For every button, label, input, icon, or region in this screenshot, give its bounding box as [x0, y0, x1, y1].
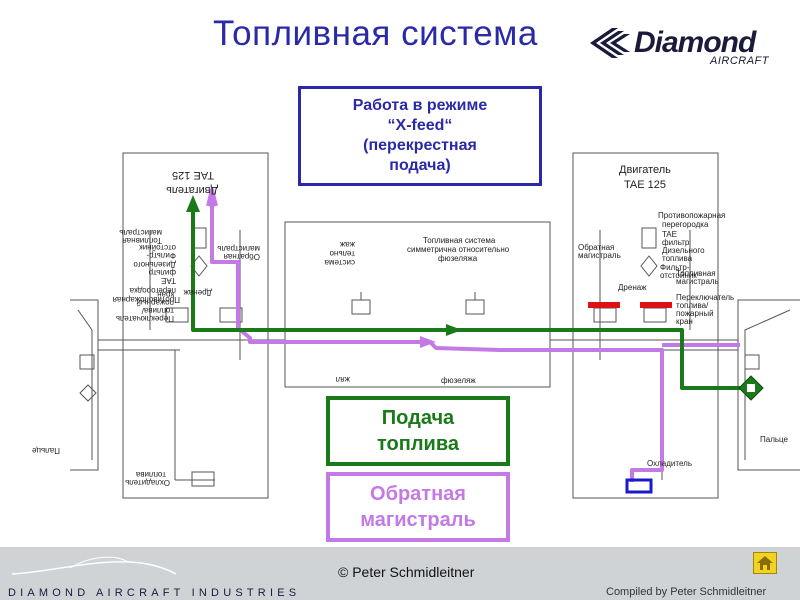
left-engine-box — [122, 152, 269, 499]
aircraft-silhouette-icon — [11, 556, 177, 575]
right-firewall-label-2: перегородка — [662, 220, 709, 229]
mode-title-line-2: “X-feed“ — [387, 117, 453, 134]
left-cooler-label-2: топлива — [135, 470, 166, 479]
center-cut-label-4: жял — [335, 375, 350, 384]
center-title-1: Топливная система — [423, 236, 496, 245]
left-drain-label: Дренаж — [183, 288, 212, 297]
feed-legend-line-2: топлива — [377, 433, 459, 455]
left-engine-model: TAE 125 — [172, 169, 214, 181]
feed-legend-line-1: Подача — [381, 407, 455, 429]
home-icon — [757, 556, 773, 570]
right-separator-label-2: отстойник — [660, 271, 697, 280]
right-drain-label: Дренаж — [618, 283, 647, 292]
right-selector-label: Переключатель — [676, 293, 734, 302]
left-selector-label: Переключатель — [116, 314, 174, 323]
left-fuel-line-label: Топливная — [122, 236, 162, 245]
right-wing-tank — [737, 299, 800, 471]
right-engine-model: TAE 125 — [624, 179, 666, 191]
right-filter-label: TAE — [662, 230, 677, 239]
right-selector-valve-a — [588, 302, 620, 308]
right-filter-label-2: фильтр — [662, 238, 690, 247]
left-return-label-2: магистраль — [217, 244, 260, 253]
right-filter-label-3: Дизельного — [662, 246, 705, 255]
right-selector-valve-b — [640, 302, 672, 308]
return-line-legend: Обратная магистраль — [326, 472, 510, 542]
return-legend-line-2: магистраль — [360, 509, 476, 531]
left-filter-label: TAE — [161, 276, 176, 285]
center-title-3: фюзеляжа — [438, 254, 478, 263]
right-finger-label: Пальце — [760, 435, 789, 444]
return-legend-line-1: Обратная — [370, 483, 466, 505]
right-engine-label: Двигатель — [619, 164, 671, 176]
footer-company-name: DIAMOND AIRCRAFT INDUSTRIES — [8, 587, 301, 599]
left-firewall-label-2: перегородка — [129, 286, 176, 295]
left-filter-label-3: Дизельного — [133, 260, 176, 269]
center-cut-label-3: жаж — [339, 240, 355, 249]
left-selector-label-2: топлива/ — [141, 306, 174, 315]
copyright-notice: © Peter Schmidleitner — [338, 564, 475, 580]
left-engine-label: Двигатель — [166, 184, 218, 196]
fuselage-box — [284, 221, 551, 388]
right-filter-label-4: топлива — [662, 254, 693, 263]
xfeed-mode-box: Работа в режиме “X-feed“ (перекрестная п… — [298, 86, 542, 186]
left-return-label: Обратная — [224, 252, 260, 261]
home-button[interactable] — [753, 552, 777, 574]
left-cooler-label: Охладитель — [125, 478, 170, 487]
left-filter-label-2: фильтр — [148, 268, 176, 277]
footer-band — [0, 547, 800, 600]
fuel-feed-legend: Подача топлива — [326, 396, 510, 466]
left-selector-label-3: пожарный — [136, 298, 174, 307]
diamond-logo-icon — [590, 28, 630, 58]
right-return-label: Обратная — [578, 243, 614, 252]
center-title-2: симметрична относительно — [407, 245, 510, 254]
center-cut-label-1: система — [324, 258, 355, 267]
page-title: Топливная система — [213, 14, 538, 53]
compiled-by-label: Compiled by Peter Schmidleitner — [606, 586, 767, 598]
right-separator-label: Фильтр- — [660, 263, 690, 272]
mode-title-line-4: подача) — [389, 157, 451, 174]
right-cooler-label: Охладитель — [647, 459, 692, 468]
left-selector-label-4: кран — [157, 290, 174, 299]
mode-title-line-1: Работа в режиме — [352, 97, 488, 114]
right-selector-label-3: пожарный — [676, 309, 714, 318]
right-selector-label-2: топлива/ — [676, 301, 709, 310]
right-return-label-2: магистраль — [578, 251, 621, 260]
right-engine-box — [572, 152, 719, 499]
left-separator-label-2: отстойник — [139, 243, 176, 252]
fuel-feed-path — [191, 200, 740, 390]
left-wing-tank — [70, 299, 99, 471]
center-cut-label-2: тельно — [329, 249, 355, 258]
left-separator-label: Фильтр- — [146, 251, 176, 260]
mode-title-line-3: (перекрестная — [363, 137, 477, 154]
center-fuselage-label: фюзеляж — [441, 376, 476, 385]
right-selector-label-4: кран — [676, 317, 693, 326]
left-fuel-line-label-2: магистраль — [119, 228, 162, 237]
logo-subtitle: AIRCRAFT — [710, 55, 769, 67]
right-firewall-label: Противопожарная — [658, 211, 725, 220]
logo-wordmark: Diamond — [634, 26, 756, 59]
left-finger-label: Пальце — [31, 446, 60, 455]
right-fuel-line-label: Топливная — [676, 269, 716, 278]
left-firewall-label: Противопожарная — [113, 295, 180, 304]
right-fuel-line-label-2: магистраль — [676, 277, 719, 286]
fuel-cooler-icon — [625, 478, 653, 494]
